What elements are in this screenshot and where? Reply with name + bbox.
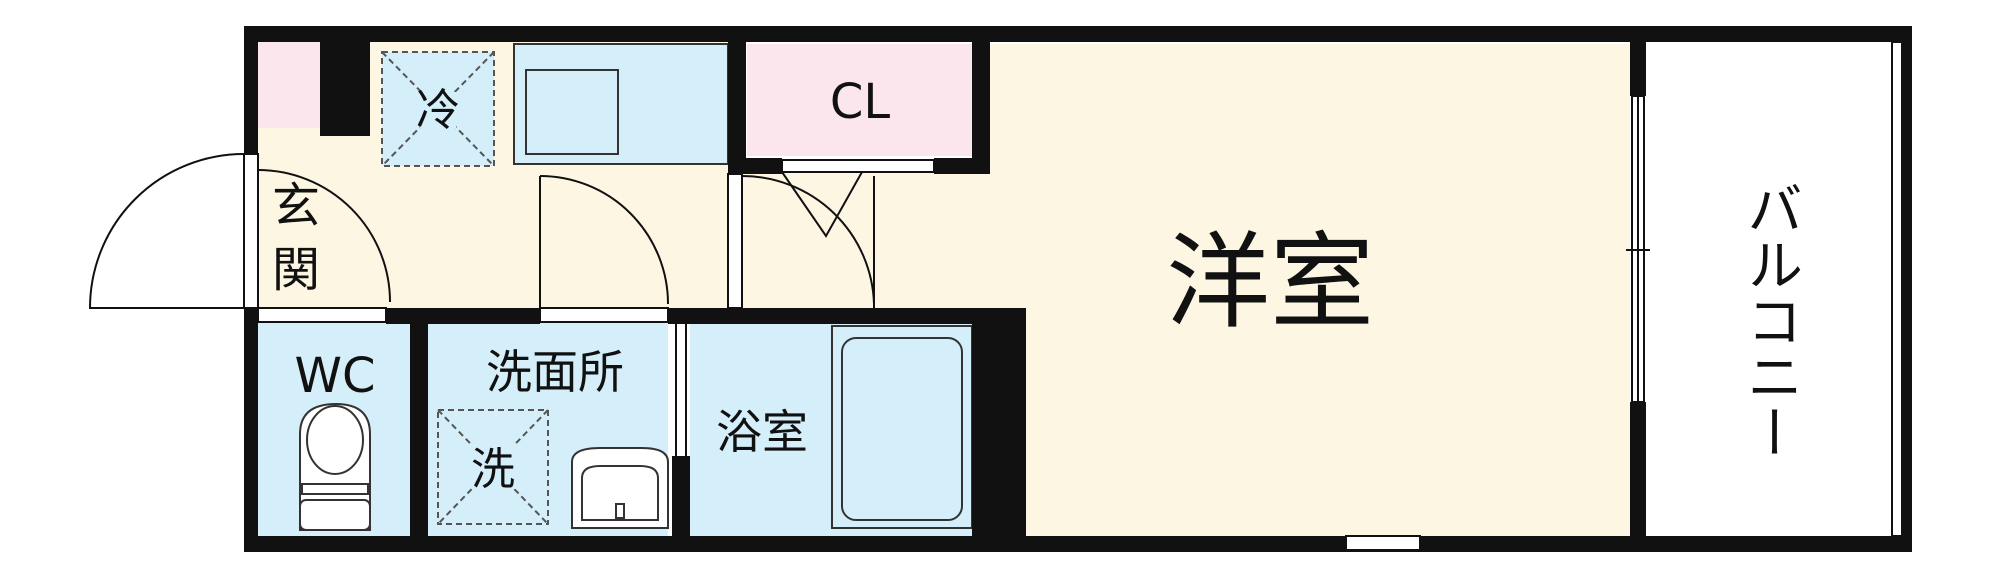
closet-floor xyxy=(747,44,973,156)
sink-icon xyxy=(571,447,669,529)
label-genkan-1: 玄 xyxy=(272,178,320,234)
western-room-floor-lower xyxy=(738,168,998,308)
entrance-door-frame xyxy=(243,153,259,309)
balcony-floor xyxy=(1646,44,1902,538)
balcony-window xyxy=(1626,95,1650,403)
western-room-floor xyxy=(975,44,1630,538)
kitchen-counter xyxy=(513,43,729,165)
toilet-icon xyxy=(299,402,371,531)
label-washroom: 洗面所 xyxy=(486,345,624,399)
shoe-storage xyxy=(258,40,320,128)
label-wc: WC xyxy=(295,348,376,404)
label-genkan-2: 関 xyxy=(272,242,320,298)
label-fridge: 冷 xyxy=(416,85,460,136)
label-washer: 洗 xyxy=(471,444,515,495)
label-closet: CL xyxy=(830,74,891,130)
entrance-door-swing xyxy=(88,153,245,309)
bathtub-icon xyxy=(831,325,973,529)
label-balcony: バルコニー xyxy=(1738,180,1803,460)
label-bathroom: 浴室 xyxy=(716,405,808,459)
washer-box xyxy=(437,409,549,525)
stove-icon xyxy=(525,69,619,155)
label-western-room: 洋室 xyxy=(1166,221,1374,343)
